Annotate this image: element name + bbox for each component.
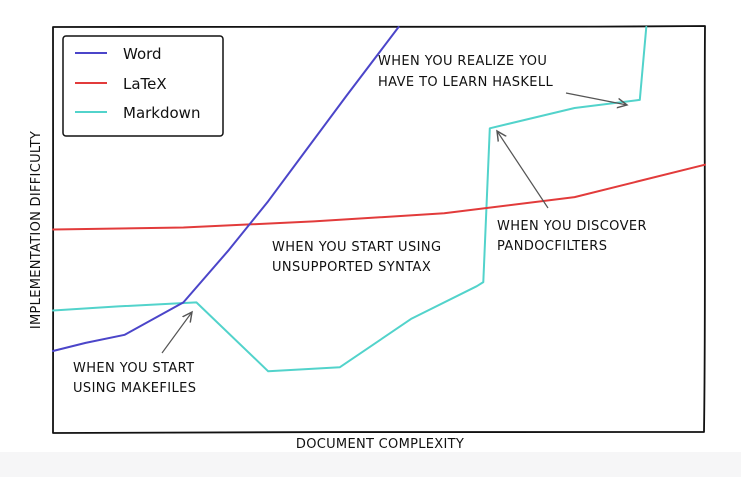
legend-entry-markdown: Markdown <box>75 104 200 122</box>
legend: Word LaTeX Markdown <box>62 35 224 137</box>
series-line-latex <box>52 163 706 231</box>
series-line-word <box>52 26 400 352</box>
annotation-text-makefiles-line-1: WHEN YOU START <box>73 361 195 376</box>
annotation-text-unsupported-line-2: UNSUPPORTED SYNTAX <box>272 260 431 275</box>
annotation-makefiles: WHEN YOU START USING MAKEFILES <box>73 312 196 396</box>
annotations: WHEN YOU START USING MAKEFILES WHEN YOU … <box>73 54 647 396</box>
legend-entry-word: Word <box>75 45 162 63</box>
annotation-text-haskell-line-2: HAVE TO LEARN HASKELL <box>378 75 554 90</box>
legend-label-word: Word <box>123 45 162 63</box>
annotation-text-haskell-line-1: WHEN YOU REALIZE YOU <box>378 54 547 69</box>
annotation-haskell: WHEN YOU REALIZE YOU HAVE TO LEARN HASKE… <box>378 54 627 105</box>
annotation-text-pandocfilters-line-2: PANDOCFILTERS <box>497 239 607 254</box>
annotation-pandocfilters: WHEN YOU DISCOVER PANDOCFILTERS <box>497 131 647 254</box>
annotation-text-unsupported-line-1: WHEN YOU START USING <box>272 240 441 255</box>
annotation-text-makefiles-line-2: USING MAKEFILES <box>73 381 196 396</box>
annotation-text-pandocfilters-line-1: WHEN YOU DISCOVER <box>497 219 647 234</box>
annotation-arrow-haskell <box>565 92 627 105</box>
legend-label-latex: LaTeX <box>123 75 167 93</box>
legend-entry-latex: LaTeX <box>75 75 167 93</box>
annotation-arrow-pandocfilters <box>497 131 549 209</box>
legend-label-markdown: Markdown <box>123 104 200 122</box>
annotation-arrow-makefiles <box>161 312 192 354</box>
bottom-band <box>0 452 741 477</box>
plot-frame <box>51 25 706 434</box>
series-layer <box>52 26 706 373</box>
annotation-unsupported: WHEN YOU START USING UNSUPPORTED SYNTAX <box>272 240 441 275</box>
x-axis-label: DOCUMENT COMPLEXITY <box>296 437 464 452</box>
y-axis-label: IMPLEMENTATION DIFFICULTY <box>29 131 44 329</box>
